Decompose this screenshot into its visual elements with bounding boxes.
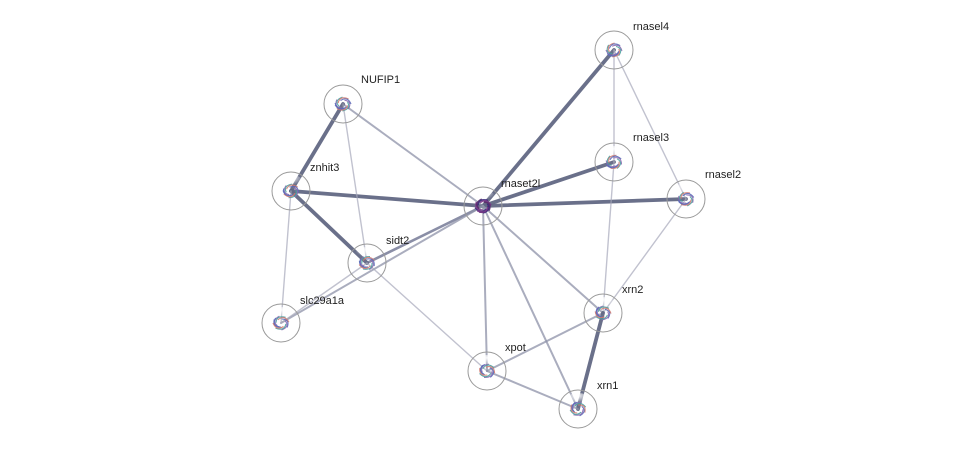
edge-layer xyxy=(280,48,688,411)
node-shine xyxy=(475,355,499,369)
node-sidt2[interactable]: sidt2 xyxy=(347,235,409,283)
node-xrn2[interactable]: xrn2 xyxy=(583,284,643,333)
edge-sidt2-xpot[interactable] xyxy=(366,262,488,372)
edge-rnaset2l-rnasel3[interactable] xyxy=(481,160,616,208)
node-shine xyxy=(674,183,698,197)
edge-rnasel4-rnasel2[interactable] xyxy=(613,49,687,200)
node-shine xyxy=(279,175,303,189)
node-xpot[interactable]: xpot xyxy=(467,342,526,391)
edge-rnaset2l-xrn2[interactable] xyxy=(482,205,604,314)
node-shine xyxy=(602,34,626,48)
node-shine xyxy=(471,190,495,204)
node-label-rnasel2: rnasel2 xyxy=(705,169,741,181)
node-bubble[interactable] xyxy=(467,351,507,391)
edge-nufip1-sidt2[interactable] xyxy=(342,103,368,264)
node-layer: rnaset2l rnasel4 rnasel3 rnasel2 NUFIP1 znhit… xyxy=(261,21,741,429)
node-rnasel3[interactable]: rnasel3 xyxy=(594,132,669,182)
node-label-rnasel4: rnasel4 xyxy=(633,21,669,33)
node-bubble[interactable] xyxy=(666,179,706,219)
node-shine xyxy=(355,247,379,261)
node-bubble[interactable] xyxy=(271,171,311,211)
node-slc29a1a[interactable]: slc29a1a xyxy=(261,295,345,343)
node-label-rnaset2l: rnaset2l xyxy=(501,178,540,190)
edge-rnaset2l-znhit3[interactable] xyxy=(289,189,485,208)
node-label-nufip1: NUFIP1 xyxy=(361,74,400,86)
node-rnaset2l[interactable]: rnaset2l xyxy=(463,178,540,226)
edge-xrn2-xrn1[interactable] xyxy=(576,311,605,411)
edge-rnasel2-xrn2[interactable] xyxy=(602,198,687,314)
edge-rnaset2l-xrn1[interactable] xyxy=(482,205,579,410)
node-label-sidt2: sidt2 xyxy=(386,235,409,247)
node-bubble[interactable] xyxy=(347,243,387,283)
node-shine xyxy=(331,88,355,102)
node-shine xyxy=(269,307,293,321)
node-label-slc29a1a: slc29a1a xyxy=(300,295,345,307)
node-bubble[interactable] xyxy=(558,389,598,429)
node-bubble[interactable] xyxy=(261,303,301,343)
edge-rnaset2l-xpot[interactable] xyxy=(482,205,488,372)
node-shine xyxy=(566,393,590,407)
node-shine xyxy=(591,297,615,311)
edge-rnaset2l-rnasel2[interactable] xyxy=(481,197,688,208)
edge-rnaset2l-rnasel4[interactable] xyxy=(481,48,616,208)
node-label-rnasel3: rnasel3 xyxy=(633,132,669,144)
edge-znhit3-sidt2[interactable] xyxy=(289,189,369,265)
node-label-xpot: xpot xyxy=(505,342,526,354)
node-shine xyxy=(602,146,626,160)
node-label-znhit3: znhit3 xyxy=(310,162,339,174)
node-rnasel2[interactable]: rnasel2 xyxy=(666,169,741,219)
edge-nufip1-znhit3[interactable] xyxy=(289,102,345,193)
node-bubble[interactable] xyxy=(463,186,503,226)
node-bubble[interactable] xyxy=(594,142,634,182)
edge-rnasel3-xrn2[interactable] xyxy=(602,161,615,314)
edge-xpot-xrn1[interactable] xyxy=(486,370,579,410)
node-label-xrn2: xrn2 xyxy=(622,284,643,296)
node-nufip1[interactable]: NUFIP1 xyxy=(323,74,400,124)
node-label-xrn1: xrn1 xyxy=(597,380,618,392)
node-bubble[interactable] xyxy=(594,30,634,70)
node-rnasel4[interactable]: rnasel4 xyxy=(594,21,669,70)
node-xrn1[interactable]: xrn1 xyxy=(558,380,618,429)
edge-rnaset2l-sidt2[interactable] xyxy=(365,204,485,265)
node-bubble[interactable] xyxy=(323,84,363,124)
node-bubble[interactable] xyxy=(583,293,623,333)
edge-sidt2-slc29a1a[interactable] xyxy=(280,262,368,324)
edge-rnaset2l-slc29a1a[interactable] xyxy=(280,205,484,324)
edge-xrn2-xpot[interactable] xyxy=(486,312,604,372)
node-znhit3[interactable]: znhit3 xyxy=(271,162,339,211)
edge-znhit3-slc29a1a[interactable] xyxy=(280,190,292,324)
edge-rnaset2l-nufip1[interactable] xyxy=(342,103,484,207)
